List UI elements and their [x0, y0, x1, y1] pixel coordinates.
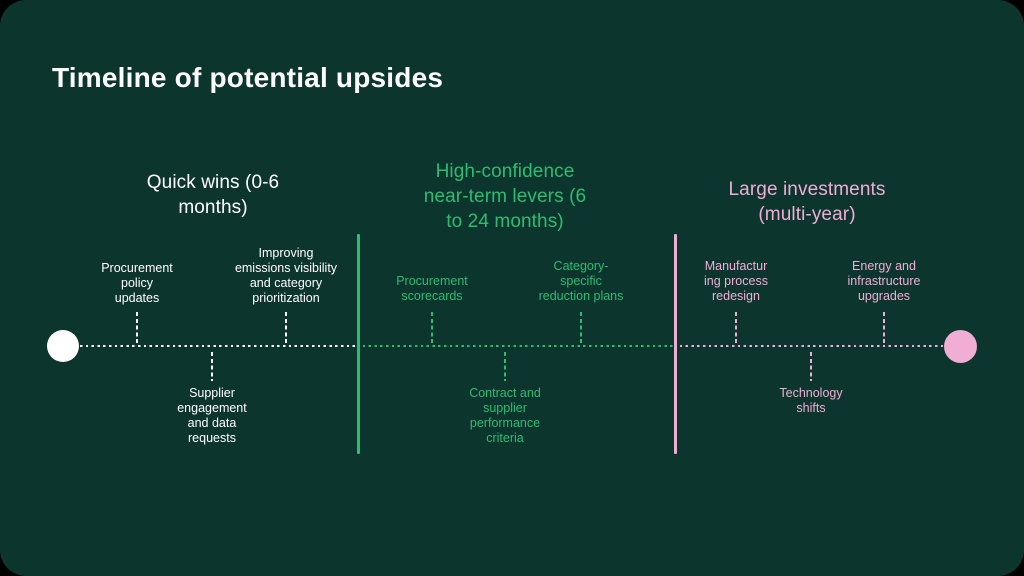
timeline-segment-quick-wins [80, 345, 357, 348]
section-header-quick-wins: Quick wins (0-6 months) [146, 172, 280, 218]
milestone-label-procurement-policy-updates: Procurement policy updates [101, 261, 173, 305]
connector-dotted-line [211, 352, 214, 381]
section-header-large-investments: Large investments (multi-year) [728, 179, 886, 225]
milestone-label-supplier-engagement: Supplier engagement and data requests [177, 386, 247, 445]
connector-dotted-line [735, 312, 738, 343]
page-title: Timeline of potential upsides [52, 62, 444, 93]
connector-dotted-line [504, 352, 507, 381]
connector-dotted-line [285, 312, 288, 343]
section-header-high-confidence: High-confidence near-term levers (6 to 2… [423, 161, 587, 232]
connector-dotted-line [580, 312, 583, 343]
connector-dotted-line [883, 312, 886, 343]
timeline-start-marker [47, 330, 79, 362]
milestone-label-category-reduction-plans: Category- specific reduction plans [538, 259, 624, 303]
connector-dotted-line [136, 312, 139, 343]
section-divider [357, 234, 360, 454]
milestone-label-energy-infrastructure: Energy and infrastructure upgrades [847, 259, 921, 303]
connector-dotted-line [810, 352, 813, 381]
milestone-label-contract-supplier-criteria: Contract and supplier performance criter… [469, 386, 541, 445]
milestone-label-manufacturing-redesign: Manufactur ing process redesign [704, 259, 768, 303]
section-divider [674, 234, 677, 454]
timeline-end-marker [944, 330, 977, 363]
timeline-segment-high-confidence [357, 345, 674, 348]
milestone-label-emissions-visibility: Improving emissions visibility and categ… [234, 246, 338, 305]
timeline-segment-large-investments [674, 345, 944, 348]
milestone-label-technology-shifts: Technology shifts [779, 386, 843, 415]
connector-dotted-line [431, 312, 434, 343]
milestone-label-procurement-scorecards: Procurement scorecards [396, 274, 468, 303]
